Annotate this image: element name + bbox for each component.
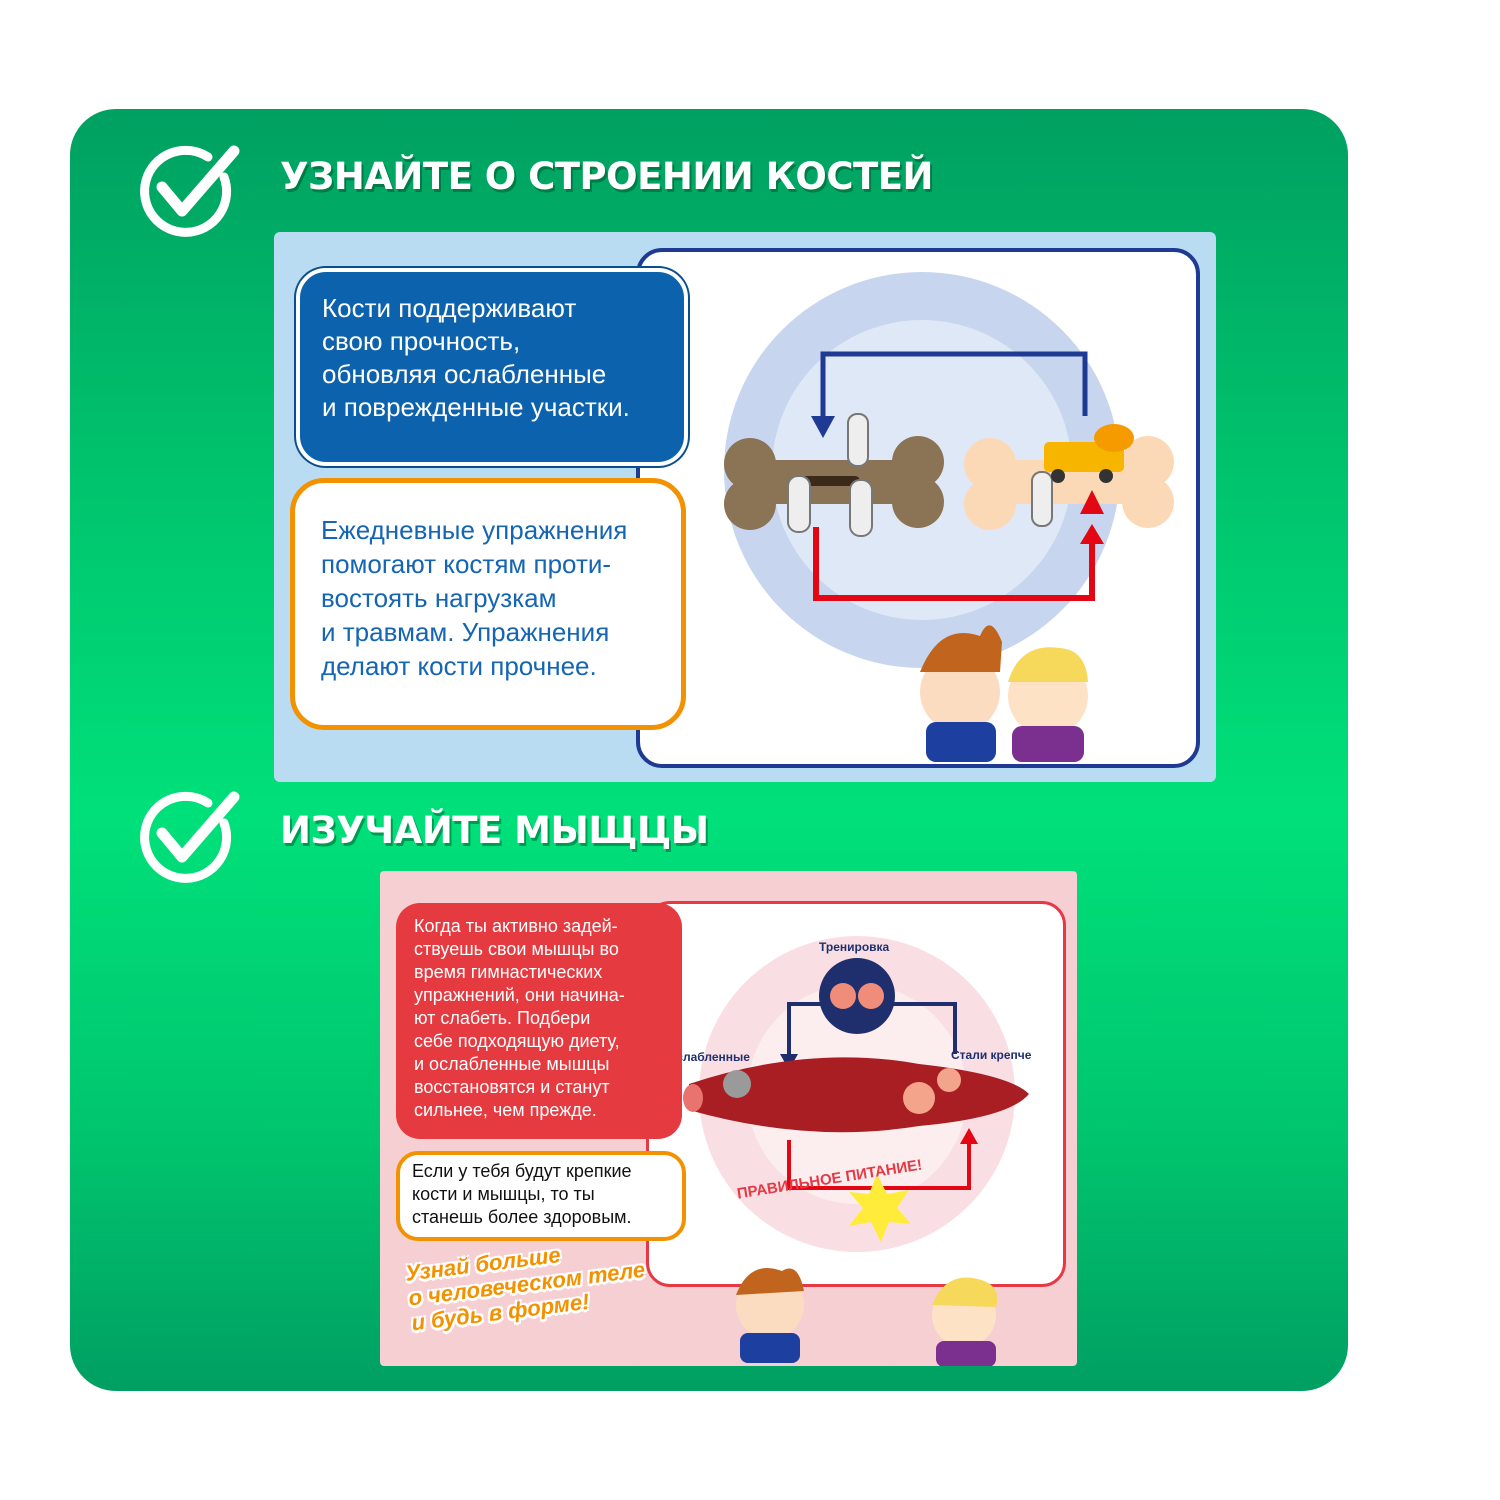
arrow-up-icon — [1080, 524, 1104, 544]
arrow-down-icon — [811, 416, 835, 438]
cement-truck-icon — [1044, 424, 1134, 483]
children-illustration — [920, 625, 1088, 762]
exercise-info-box: Ежедневные упражнения помогают костям пр… — [290, 478, 686, 730]
arrow-up-icon — [960, 1128, 978, 1144]
muscle-character-icon — [723, 983, 961, 1114]
bones-info-box: Кости поддерживают свою прочность, обнов… — [296, 268, 688, 466]
traffic-cone-icon — [1080, 490, 1104, 514]
checkmark-icon — [140, 145, 240, 237]
muscles-panel: Тренировка Ослабленные Стали крепче Когд… — [380, 871, 1077, 1366]
section-title-muscles: ИЗУЧАЙТЕ МЫЩЦЫ — [280, 809, 709, 852]
children-illustration — [736, 1268, 998, 1366]
bone-character-icon — [787, 413, 1053, 537]
bone-cycle-frame — [636, 248, 1200, 768]
label-stronger: Стали крепче — [951, 1048, 1032, 1062]
checkmark-icon — [140, 791, 240, 883]
muscle-cycle-illustration — [683, 936, 1029, 1252]
label-weakened: Ослабленные — [667, 1050, 750, 1064]
bone-cycle-illustration — [724, 272, 1174, 762]
muscles-info-box: Когда ты активно задей- ствуешь свои мыш… — [396, 903, 682, 1139]
section-title-bones: УЗНАЙТЕ О СТРОЕНИИ КОСТЕЙ — [280, 155, 933, 198]
bones-panel: Кости поддерживают свою прочность, обнов… — [274, 232, 1216, 782]
training-circle — [819, 958, 895, 1034]
muscle-cycle-frame: Тренировка Ослабленные Стали крепче — [646, 901, 1066, 1287]
health-info-box: Если у тебя будут крепкие кости и мышцы,… — [396, 1151, 686, 1241]
label-training: Тренировка — [819, 940, 890, 954]
starburst-icon — [849, 1174, 911, 1242]
info-card: УЗНАЙТЕ О СТРОЕНИИ КОСТЕЙ — [70, 109, 1348, 1391]
